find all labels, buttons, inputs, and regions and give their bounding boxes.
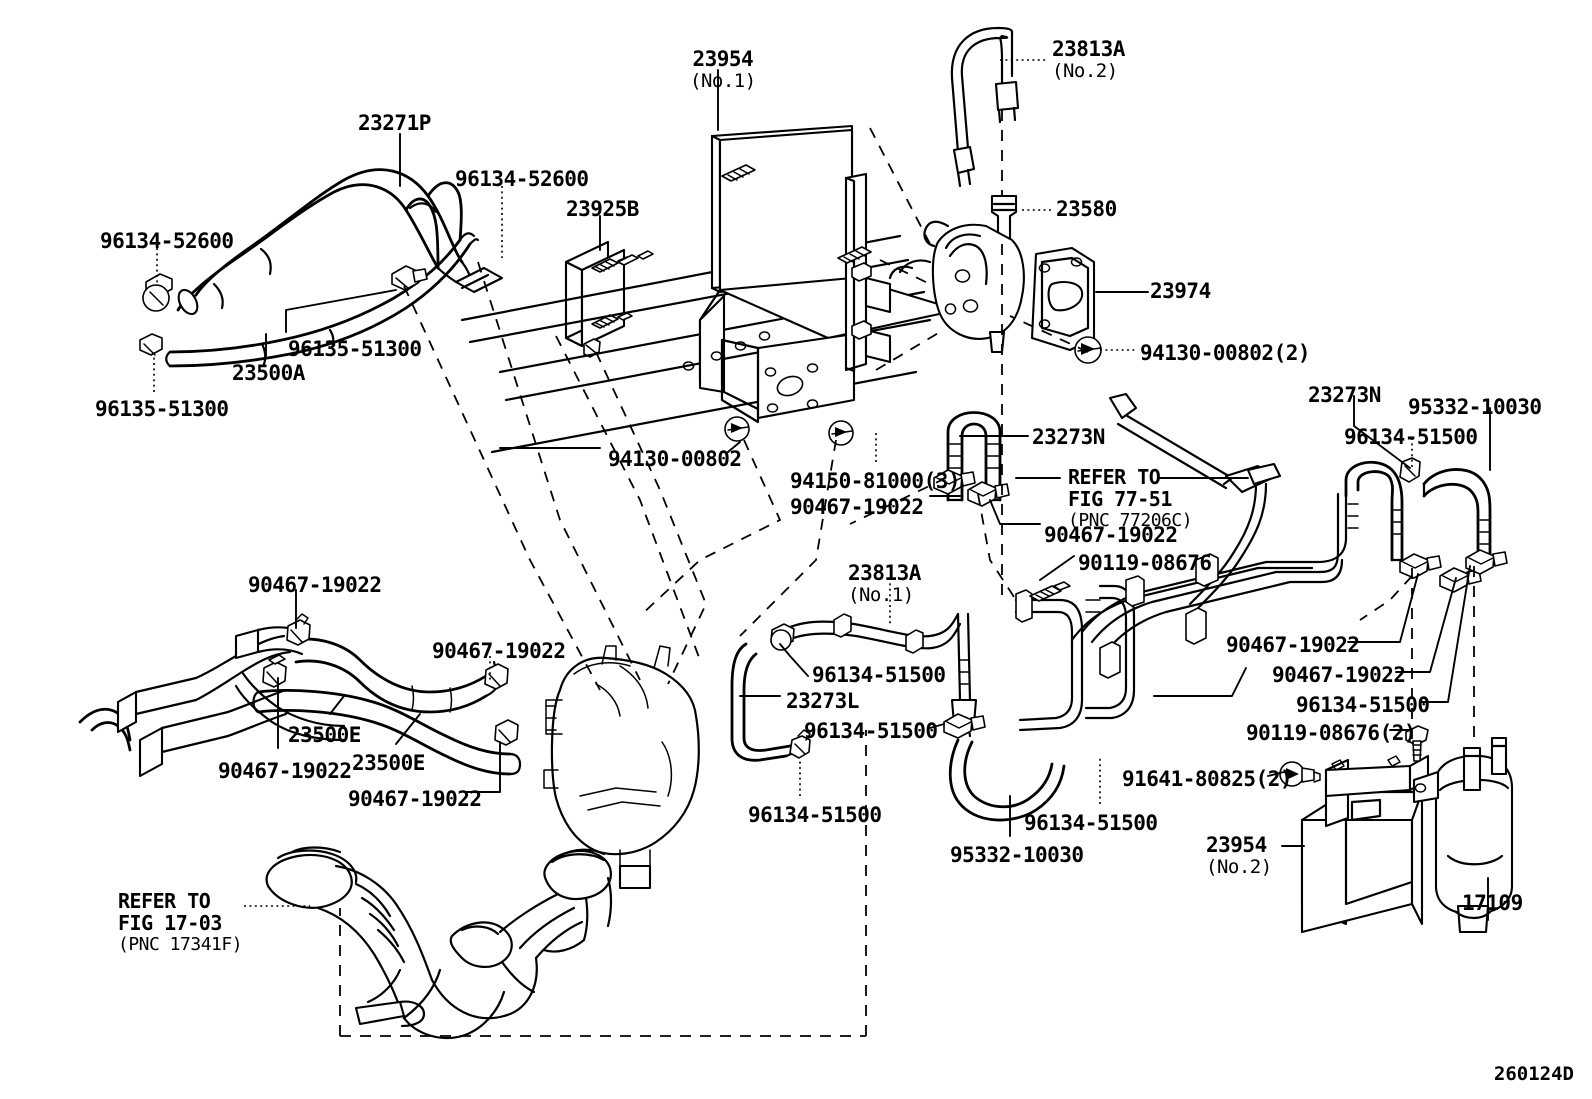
part-label-c-96134-51500-a: 96134-51500 <box>812 664 946 687</box>
part-label-c-95332-10030-r: 95332-10030 <box>1408 396 1542 419</box>
part-label-c-23925b: 23925B <box>566 198 639 221</box>
part-number: 91641-80825(2) <box>1122 767 1293 791</box>
drawing-number: 260124D <box>1493 1063 1574 1085</box>
part-label-c-17109: 17109 <box>1462 892 1523 915</box>
part-number: 95332-10030 <box>950 843 1084 867</box>
reference-line-3: (PNC 17341F) <box>118 933 243 955</box>
part-label-c-90467-19022-b: 90467-19022 <box>1044 524 1178 547</box>
part-number: 90119-08676 <box>1078 551 1212 575</box>
part-label-c-96134-51500-b: 96134-51500 <box>804 720 938 743</box>
part-number: 17109 <box>1462 891 1523 915</box>
part-number: 94130-00802(2) <box>1140 341 1311 365</box>
part-number: 96134-51500 <box>1296 693 1430 717</box>
part-number: 23273N <box>1032 425 1105 449</box>
part-qualifier: (No.2) <box>1052 59 1118 82</box>
part-label-c-23580: 23580 <box>1056 198 1117 221</box>
part-number: 23954 <box>1206 833 1267 857</box>
part-number: 23273L <box>786 689 859 713</box>
part-label-c-96134-52600-a: 96134-52600 <box>455 168 589 191</box>
part-number: 96134-51500 <box>1024 811 1158 835</box>
part-number: 90467-19022 <box>432 639 566 663</box>
part-number: 96135-51300 <box>95 397 229 421</box>
part-number: 23500A <box>232 361 305 385</box>
part-label-c-91641-80825-2: 91641-80825(2) <box>1122 767 1293 791</box>
part-label-c-90467-19022-r1: 90467-19022 <box>1226 634 1360 657</box>
part-label-c-96135-51300-b: 96135-51300 <box>95 398 229 421</box>
part-number: 23273N <box>1308 383 1381 407</box>
part-label-c-23954-no1: 23954(No.1) <box>690 48 756 91</box>
part-number: 90467-19022 <box>1226 633 1360 657</box>
part-number: 23271P <box>358 111 431 135</box>
reference-line-3: (PNC 77206C) <box>1068 509 1193 531</box>
part-qualifier: (No.1) <box>690 69 756 92</box>
part-label-c-96134-51500-r: 96134-51500 <box>1344 426 1478 449</box>
part-label-c-23813a-no2: 23813A(No.2) <box>1052 38 1125 81</box>
part-number: 23500E <box>352 751 425 775</box>
part-number: 90467-19022 <box>1044 523 1178 547</box>
part-label-c-94130-00802: 94130-00802 <box>608 448 742 471</box>
part-label-c-23813a-no1: 23813A(No.1) <box>848 562 921 605</box>
part-number: 96134-52600 <box>100 229 234 253</box>
part-label-c-90467-19022-l4: 90467-19022 <box>348 788 482 811</box>
part-label-c-90467-19022-l3: 90467-19022 <box>218 760 352 783</box>
part-number: 90467-19022 <box>248 573 382 597</box>
part-label-c-96135-51300-a: 96135-51300 <box>288 338 422 361</box>
part-label-c-23954-no2: 23954(No.2) <box>1206 834 1272 877</box>
part-number: 23813A <box>848 561 921 585</box>
part-number: 96134-51500 <box>1344 425 1478 449</box>
part-number: 23954 <box>692 47 754 71</box>
part-qualifier: (No.1) <box>848 583 914 606</box>
part-number: 95332-10030 <box>1408 395 1542 419</box>
part-label-c-96134-51500-c: 96134-51500 <box>748 804 882 827</box>
part-label-c-90467-19022-r2: 90467-19022 <box>1272 664 1406 687</box>
part-number: 96134-51500 <box>812 663 946 687</box>
part-label-c-96134-51500-d: 96134-51500 <box>1024 812 1158 835</box>
part-label-c-23974: 23974 <box>1150 280 1211 303</box>
part-label-c-90467-19022-l1: 90467-19022 <box>248 574 382 597</box>
part-number: 90467-19022 <box>218 759 352 783</box>
part-label-c-90119-08676-2: 90119-08676(2) <box>1246 721 1417 745</box>
part-label-c-94130-00802-2: 94130-00802(2) <box>1140 341 1311 365</box>
part-number: 96134-51500 <box>748 803 882 827</box>
part-number: 96134-51500 <box>804 719 938 743</box>
part-label-c-90467-19022-a: 90467-19022 <box>790 496 924 519</box>
part-number: 90467-19022 <box>348 787 482 811</box>
reference-line-1: REFER TO <box>1068 465 1161 489</box>
part-label-c-23500a: 23500A <box>232 362 305 385</box>
part-label-c-90119-08676: 90119-08676 <box>1078 552 1212 575</box>
part-label-c-23273n-right: 23273N <box>1308 384 1381 407</box>
reference-line-2: FIG 77-51 <box>1068 487 1172 512</box>
part-label-c-90467-19022-l2: 90467-19022 <box>432 640 566 663</box>
part-number: 90467-19022 <box>790 495 924 519</box>
part-number: 23580 <box>1056 197 1117 221</box>
part-label-c-96134-52600-b: 96134-52600 <box>100 230 234 253</box>
part-qualifier: (No.2) <box>1206 855 1272 878</box>
part-label-c-94150-81000-3: 94150-81000(3) <box>790 469 961 493</box>
part-number: 23974 <box>1150 279 1211 303</box>
part-label-c-23273l: 23273L <box>786 690 859 713</box>
part-label-c-95332-10030-c: 95332-10030 <box>950 844 1084 867</box>
part-number: 23500E <box>288 723 361 747</box>
part-number: 94130-00802 <box>608 447 742 471</box>
part-number: 23925B <box>566 197 639 221</box>
part-number: 90467-19022 <box>1272 663 1406 687</box>
part-label-c-96134-51500-r2: 96134-51500 <box>1296 694 1430 717</box>
part-label-c-23273n-mid: 23273N <box>1032 426 1105 449</box>
part-number: 96135-51300 <box>288 337 422 361</box>
part-label-c-23271p: 23271P <box>358 112 431 135</box>
part-number: 96134-52600 <box>455 167 589 191</box>
part-label-c-23500e-b: 23500E <box>352 752 425 775</box>
part-number: 90119-08676(2) <box>1246 721 1417 745</box>
reference-line-1: REFER TO <box>118 889 211 913</box>
reference-line-2: FIG 17-03 <box>118 911 222 936</box>
part-number: 23813A <box>1052 37 1125 61</box>
part-number: 94150-81000(3) <box>790 469 961 493</box>
part-label-c-23500e-a: 23500E <box>288 724 361 747</box>
